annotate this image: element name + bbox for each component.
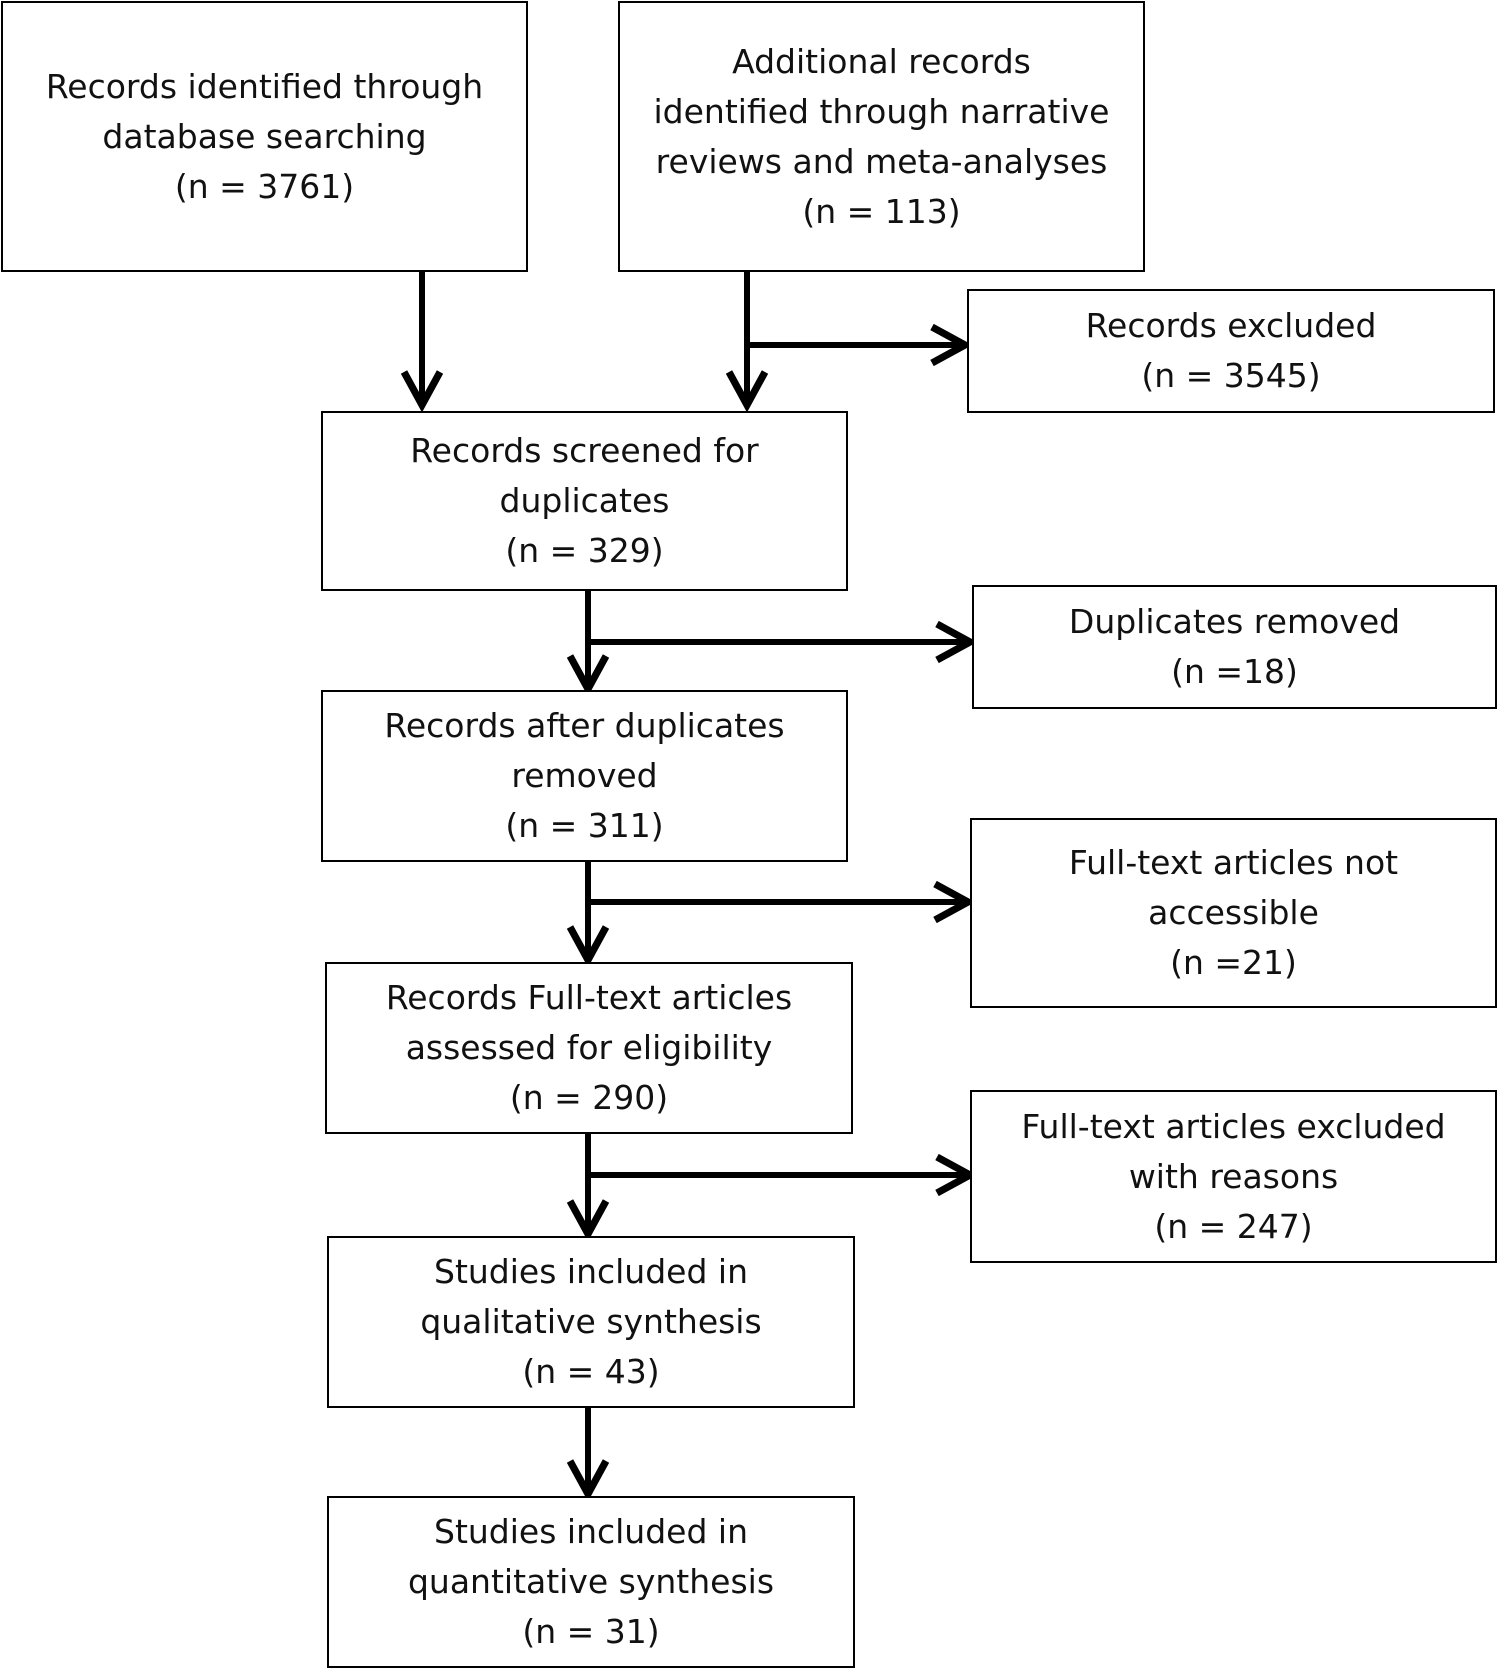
box-excluded-with-reasons: Full-text articles excluded with reasons (… bbox=[970, 1090, 1497, 1263]
box-text-line: removed bbox=[511, 756, 658, 795]
box-text-line: Records screened for bbox=[410, 431, 759, 470]
box-text-line: (n =18) bbox=[1171, 652, 1298, 691]
box-text-line: (n = 3545) bbox=[1141, 356, 1321, 395]
box-text-line: (n = 3761) bbox=[174, 166, 355, 206]
box-text-line: duplicates bbox=[499, 481, 670, 520]
box-database-searching: Records identified through database searc… bbox=[1, 1, 528, 272]
box-text-line: (n = 31) bbox=[522, 1612, 660, 1651]
box-text-line: assessed for eligibility bbox=[405, 1028, 773, 1067]
box-text-line: with reasons bbox=[1128, 1156, 1339, 1196]
box-text-line: Records Full-text articles bbox=[385, 978, 793, 1017]
box-text-line: (n = 329) bbox=[505, 531, 664, 570]
box-text-line: (n = 290) bbox=[509, 1078, 669, 1117]
box-duplicates-removed: Duplicates removed (n =18) bbox=[972, 585, 1497, 709]
box-text-line: (n = 311) bbox=[505, 806, 664, 845]
box-text-line: qualitative synthesis bbox=[420, 1302, 762, 1341]
box-text-line: database searching bbox=[102, 116, 427, 156]
box-text-line: Duplicates removed bbox=[1068, 602, 1401, 641]
box-text-line: identified through narrative bbox=[653, 91, 1110, 131]
box-text-line: Full-text articles not bbox=[1068, 843, 1399, 882]
box-text-line: (n =21) bbox=[1170, 943, 1297, 982]
box-text-line: (n = 247) bbox=[1154, 1206, 1313, 1246]
box-assessed-eligibility: Records Full-text articles assessed for e… bbox=[325, 962, 853, 1134]
box-text-line: Full-text articles excluded bbox=[1021, 1106, 1446, 1146]
box-text-line: quantitative synthesis bbox=[407, 1562, 775, 1601]
box-text-line: Records after duplicates bbox=[384, 706, 785, 745]
box-qualitative-synthesis: Studies included in qualitative synthesis… bbox=[327, 1236, 855, 1408]
box-text-line: (n = 113) bbox=[802, 191, 961, 231]
box-text-line: accessible bbox=[1148, 893, 1319, 932]
box-text-line: Studies included in bbox=[434, 1252, 748, 1291]
box-text-line: Records identified through bbox=[45, 66, 484, 106]
box-text-line: Studies included in bbox=[434, 1512, 748, 1551]
box-records-screened: Records screened for duplicates (n = 329) bbox=[321, 411, 848, 591]
box-text-line: Additional records bbox=[732, 41, 1031, 81]
box-quantitative-synthesis: Studies included in quantitative synthesi… bbox=[327, 1496, 855, 1668]
box-not-accessible: Full-text articles not accessible (n =21) bbox=[970, 818, 1497, 1008]
box-text-line: (n = 43) bbox=[522, 1352, 660, 1391]
box-text-line: reviews and meta-analyses bbox=[655, 141, 1108, 181]
box-additional-records: Additional records identified through nar… bbox=[618, 1, 1145, 272]
box-records-excluded: Records excluded (n = 3545) bbox=[967, 289, 1495, 413]
box-text-line: Records excluded bbox=[1085, 306, 1377, 345]
box-records-after-duplicates: Records after duplicates removed (n = 311) bbox=[321, 690, 848, 862]
